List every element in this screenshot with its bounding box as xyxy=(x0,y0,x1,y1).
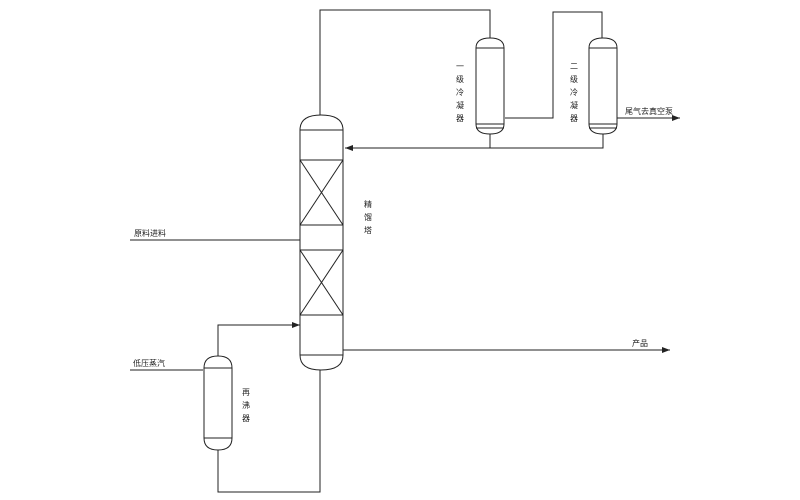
reboiler-vapor-line xyxy=(217,324,300,360)
condenser-1-shell xyxy=(475,37,505,135)
condenser-1 xyxy=(475,37,505,135)
distillation-column xyxy=(299,114,344,371)
upper-packing-cross-b xyxy=(299,159,344,226)
vent-label: 尾气去真空泵 xyxy=(625,106,673,116)
condenser-2-shell xyxy=(588,37,618,135)
reboiler xyxy=(203,355,233,451)
condenser-transfer-line xyxy=(505,11,603,119)
vent-arrow xyxy=(672,115,680,121)
condenser-2 xyxy=(588,37,618,135)
column-label: 精馏塔 xyxy=(364,199,373,239)
condenser-1-label: 一级冷凝器 xyxy=(456,62,465,127)
product-arrow xyxy=(662,347,670,353)
reboiler-vapor-arrow xyxy=(292,322,300,328)
product-label: 产品 xyxy=(632,338,648,348)
lower-packing-cross-b xyxy=(299,249,344,316)
upper-packing-bed xyxy=(299,159,344,226)
feed-label: 原料进料 xyxy=(134,228,166,238)
steam-label: 低压蒸汽 xyxy=(133,358,165,368)
reboiler-label: 再沸器 xyxy=(242,388,251,427)
reboiler-shell xyxy=(203,355,233,451)
overhead-vapor-line xyxy=(319,9,491,115)
column-shell xyxy=(299,114,344,371)
condenser-2-label: 二级冷凝器 xyxy=(570,62,579,127)
bottoms-line xyxy=(217,370,321,493)
reflux-return-line xyxy=(489,134,604,149)
piping xyxy=(130,9,680,493)
lower-packing-bed xyxy=(299,249,344,316)
reflux-arrow xyxy=(345,145,353,151)
